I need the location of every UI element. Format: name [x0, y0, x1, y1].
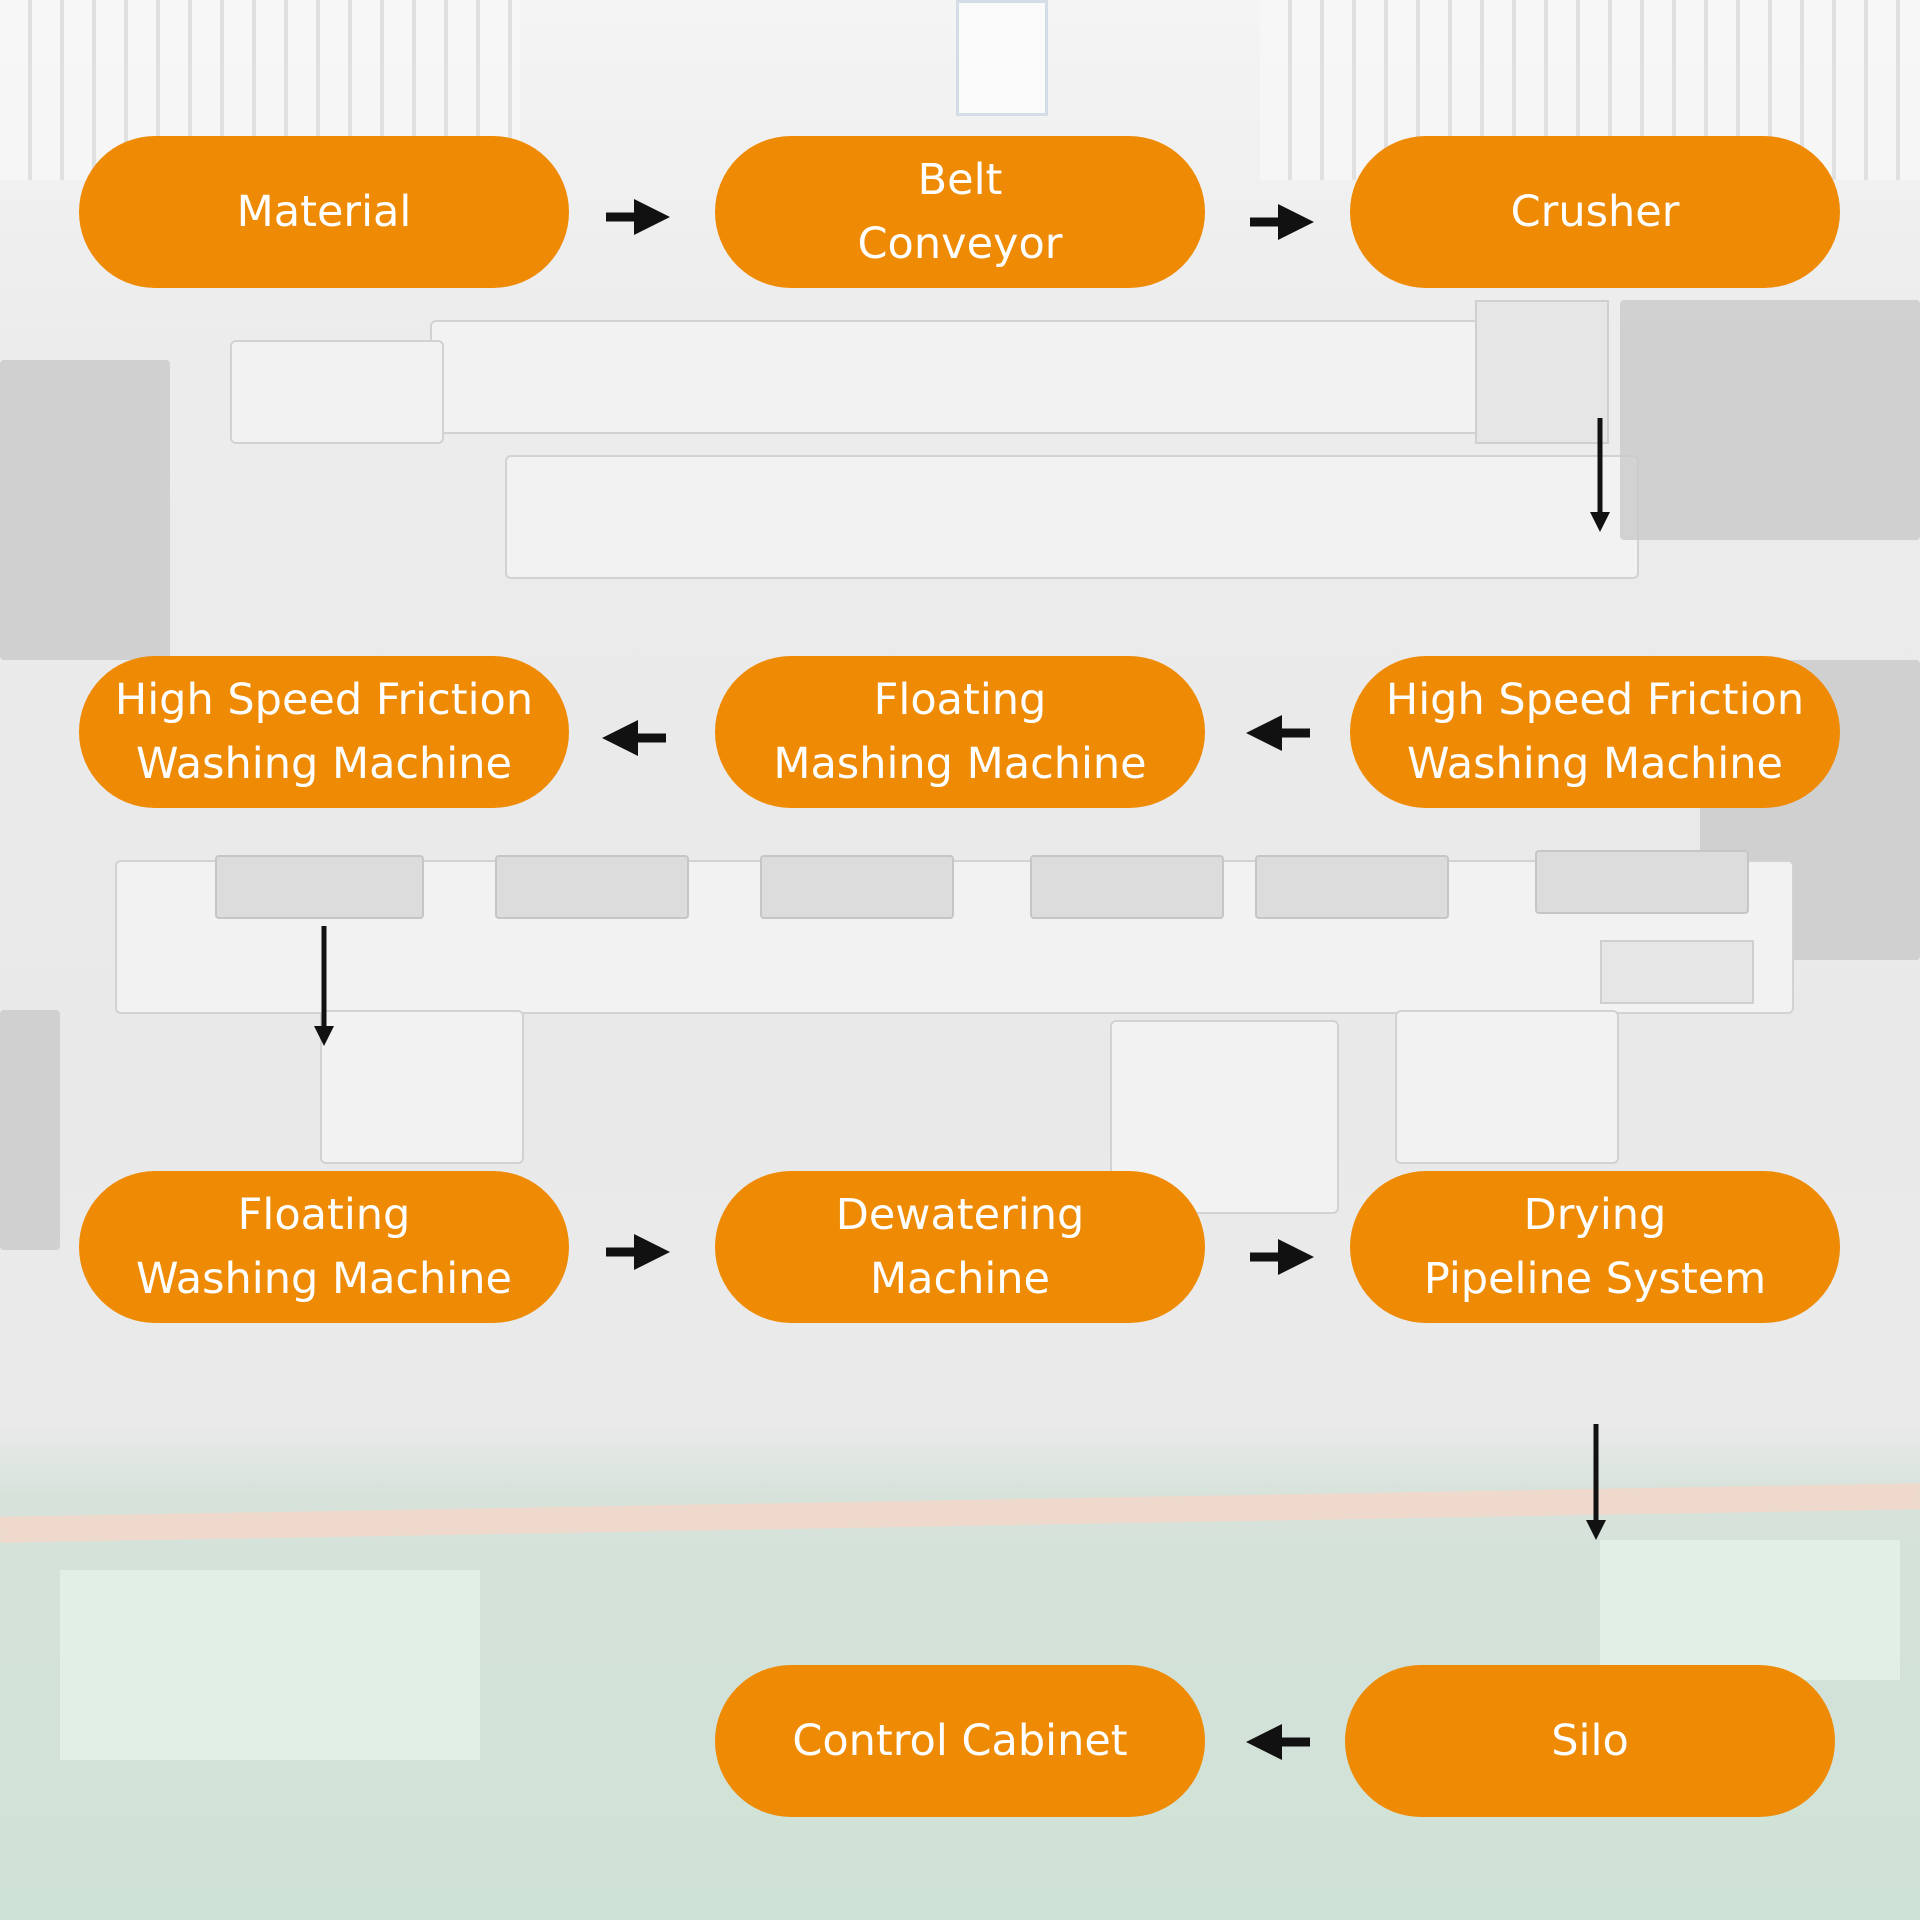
node-label-line: Drying: [1523, 1190, 1667, 1240]
node-floating-washing-machine: Floating Washing Machine: [79, 1171, 569, 1323]
node-label-line: Floating: [873, 675, 1047, 725]
node-label-line: Crusher: [1510, 187, 1680, 237]
node-label-line: High Speed Friction: [114, 675, 534, 725]
node-dewatering-machine: Dewatering Machine: [715, 1171, 1205, 1323]
node-label-line: Floating: [237, 1190, 411, 1240]
node-label-line: Mashing Machine: [773, 739, 1147, 789]
node-drying-pipeline-system: Drying Pipeline System: [1350, 1171, 1840, 1323]
node-label-line: Washing Machine: [1407, 739, 1783, 789]
node-crusher: Crusher: [1350, 136, 1840, 288]
node-label-line: Silo: [1551, 1716, 1629, 1766]
node-label-line: Washing Machine: [136, 739, 512, 789]
node-label-line: Conveyor: [857, 219, 1063, 269]
node-label-line: Pipeline System: [1423, 1254, 1767, 1304]
node-high-speed-friction-washing-machine-left: High Speed Friction Washing Machine: [79, 656, 569, 808]
node-label-line: Belt: [917, 155, 1003, 205]
node-floating-mashing-machine: Floating Mashing Machine: [715, 656, 1205, 808]
node-control-cabinet: Control Cabinet: [715, 1665, 1205, 1817]
node-high-speed-friction-washing-machine-right: High Speed Friction Washing Machine: [1350, 656, 1840, 808]
node-silo: Silo: [1345, 1665, 1835, 1817]
node-label-line: Dewatering: [835, 1190, 1085, 1240]
node-label-line: Material: [236, 187, 412, 237]
node-label-line: Machine: [870, 1254, 1050, 1304]
node-material: Material: [79, 136, 569, 288]
node-label-line: High Speed Friction: [1385, 675, 1805, 725]
node-label-line: Washing Machine: [136, 1254, 512, 1304]
node-label-line: Control Cabinet: [792, 1716, 1128, 1766]
node-belt-conveyor: Belt Conveyor: [715, 136, 1205, 288]
